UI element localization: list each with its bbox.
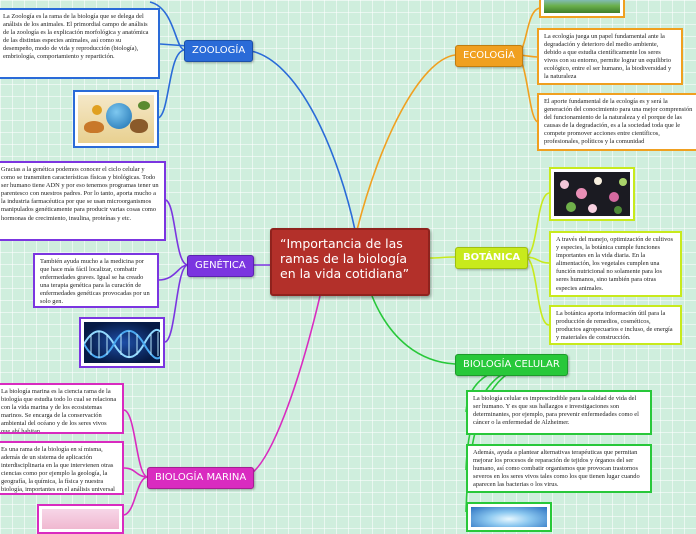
note-marina-1: La biología marina es la ciencia rama de… — [0, 383, 124, 434]
animals-globe-image — [73, 90, 159, 148]
topic-ecologia[interactable]: ECOLOGÍA — [455, 45, 523, 67]
note-ecologia-2: El aporte fundamental de la ecología es … — [537, 93, 696, 151]
note-botanica-2: La botánica aporta información útil para… — [549, 305, 682, 345]
topic-zoologia[interactable]: ZOOLOGÍA — [184, 40, 253, 62]
note-zoologia: La Zoología es la rama de la biología qu… — [0, 8, 160, 79]
dna-helix-icon — [84, 322, 160, 363]
nature-landscape-image — [539, 0, 625, 18]
note-genetica-1: Gracias a la genética podemos conocer el… — [0, 161, 166, 241]
topic-genetica[interactable]: GENÉTICA — [187, 255, 254, 277]
central-topic[interactable]: “Importancia de las ramas de la biología… — [270, 228, 430, 296]
topic-botanica[interactable]: BOTÁNICA — [455, 247, 528, 269]
dna-helix-image — [79, 317, 165, 368]
flowers-image — [549, 167, 635, 221]
note-botanica-1: A través del manejo, optimización de cul… — [549, 231, 682, 297]
cell-image — [466, 502, 552, 532]
marine-image — [37, 504, 124, 534]
note-celular-2: Además, ayuda a plantear alternativas te… — [466, 444, 652, 493]
topic-biologia-celular[interactable]: BIOLOGÍA CELULAR — [455, 354, 568, 376]
note-genetica-2: También ayuda mucho a la medicina por qu… — [33, 253, 159, 308]
topic-biologia-marina[interactable]: BIOLOGÍA MARINA — [147, 467, 254, 489]
note-marina-2: Es una rama de la biología en sí misma, … — [0, 441, 124, 495]
note-celular-1: La biología celular es imprescindible pa… — [466, 390, 652, 435]
note-ecologia-1: La ecología juega un papel fundamental a… — [537, 28, 683, 85]
